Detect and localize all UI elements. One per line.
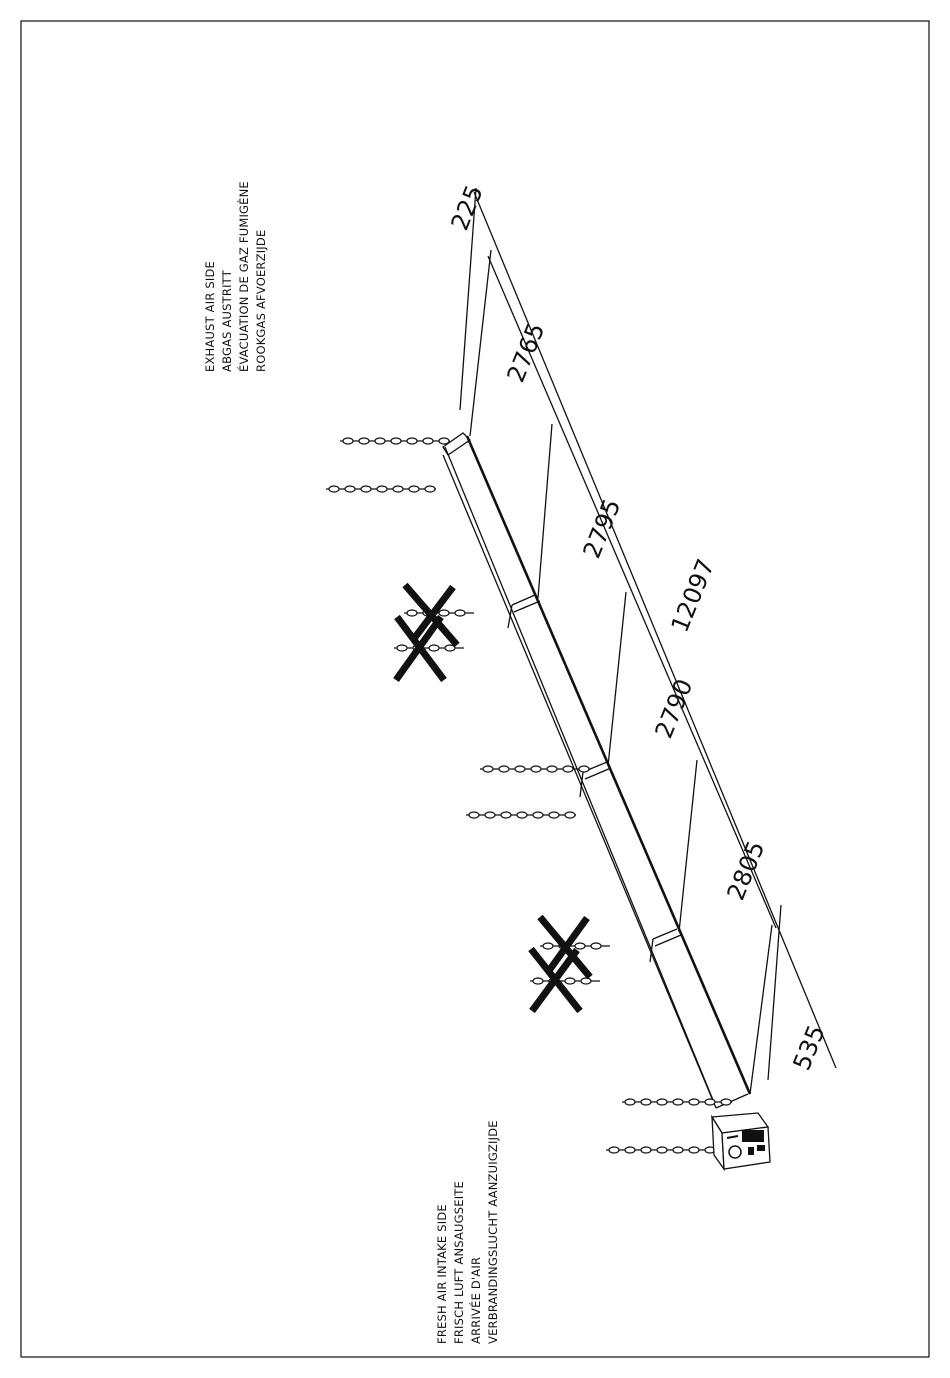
dimension-segment-2: 2795	[578, 495, 627, 562]
intake-label-fr: ARRIVÉE D'AIR	[468, 1257, 483, 1344]
dimension-segment-4: 2805	[722, 837, 771, 904]
intake-label-en: FRESH AIR INTAKE SIDE	[435, 1204, 449, 1344]
dimension-end-intake: 535	[788, 1021, 831, 1074]
exhaust-label-de: ABGAS AUSTRITT	[220, 269, 234, 372]
intake-side-label: FRESH AIR INTAKE SIDE FRISCH LUFT ANSAUG…	[435, 1120, 500, 1344]
dimension-segment-3: 2790	[650, 675, 699, 742]
exhaust-label-en: EXHAUST AIR SIDE	[203, 261, 217, 372]
chain-icon	[326, 438, 732, 1153]
exhaust-label-fr: ÉVACUATION DE GAZ FUMIGÈNE	[236, 181, 251, 372]
exhaust-side-label: EXHAUST AIR SIDE ABGAS AUSTRITT ÉVACUATI…	[203, 181, 268, 372]
exhaust-label-nl: ROOKGAS AFVOERZIJDE	[254, 230, 268, 372]
burner-unit-icon	[712, 1113, 770, 1169]
dimension-segment-1: 2765	[502, 319, 551, 386]
intake-label-nl: VERBRANDINGSLUCHT AANZUIGZIJDE	[486, 1120, 500, 1344]
dimension-end-exhaust: 225	[446, 181, 489, 234]
cross-mark-icon	[394, 585, 474, 680]
cross-mark-icon	[530, 917, 610, 1011]
intake-label-de: FRISCH LUFT ANSAUGSEITE	[452, 1181, 466, 1344]
dimension-total: 12097	[666, 555, 721, 636]
dimension-lines	[460, 188, 836, 1094]
